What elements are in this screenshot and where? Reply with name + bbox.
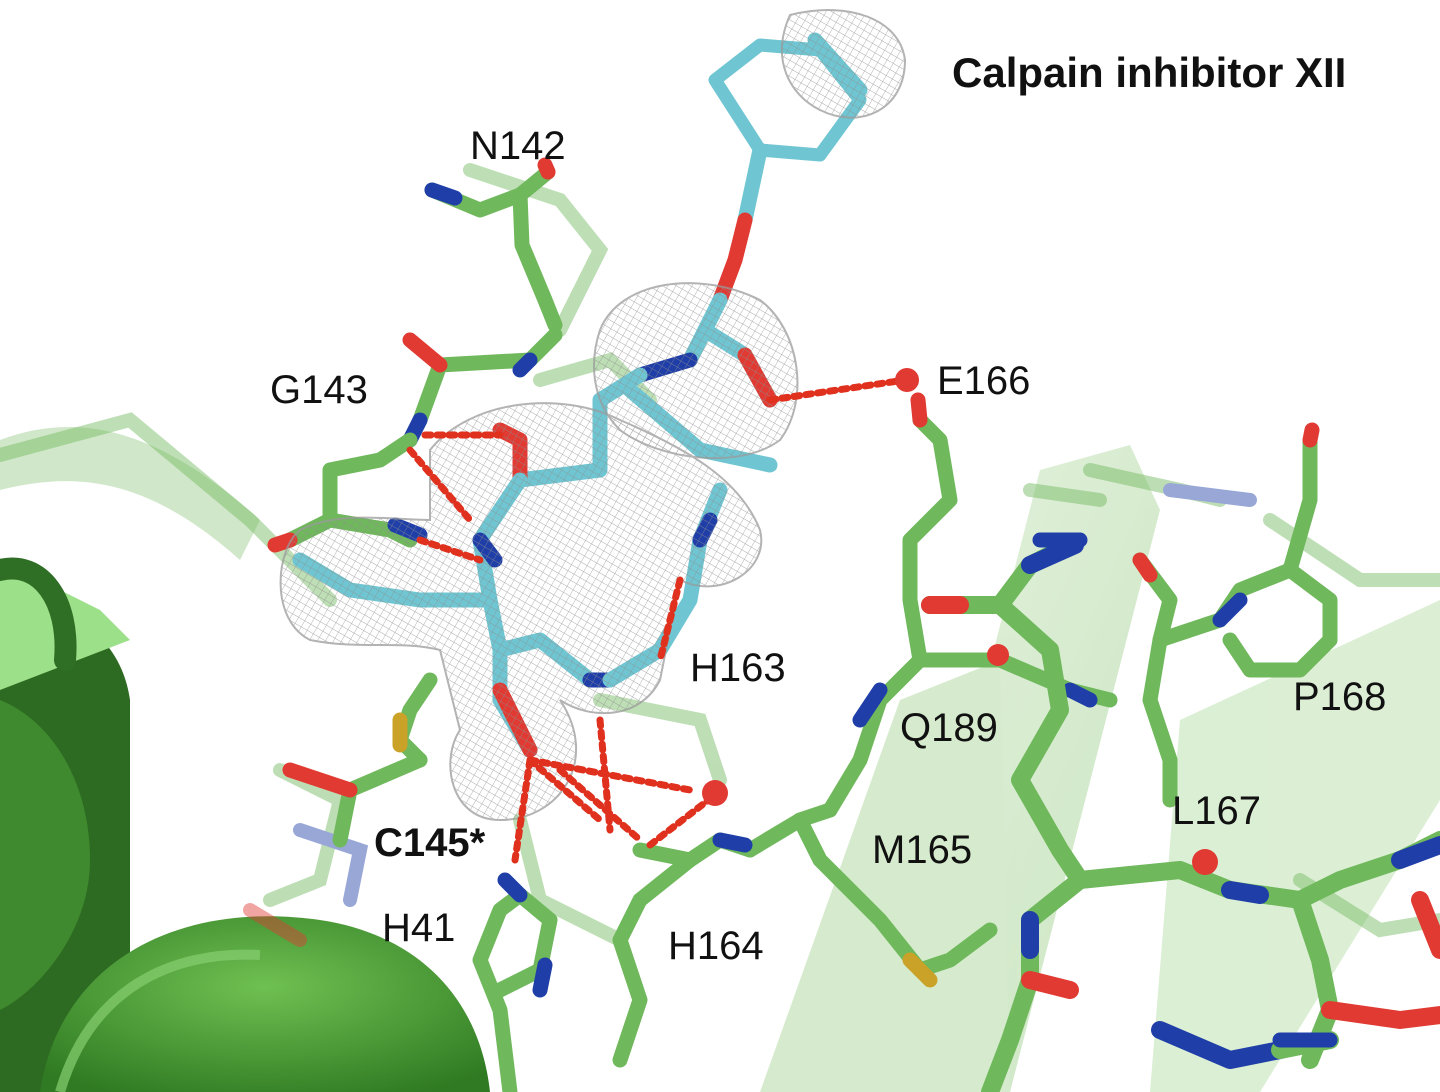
- residue-label-q189: Q189: [900, 706, 998, 750]
- residue-label-n142: N142: [470, 124, 566, 168]
- cartoon-helix: [0, 557, 490, 1092]
- water-molecules: [702, 368, 1218, 875]
- residue-label-p168: P168: [1293, 675, 1387, 719]
- residue-label-m165: M165: [872, 828, 973, 872]
- residue-label-e166: E166: [937, 359, 1031, 403]
- electron-density-mesh: [279, 9, 907, 822]
- residue-label-h163: H163: [690, 646, 786, 690]
- residue-label-l167: L167: [1172, 789, 1261, 833]
- residue-label-c145: C145*: [374, 821, 486, 865]
- residue-label-h164: H164: [668, 924, 764, 968]
- residue-label-g143: G143: [270, 368, 368, 412]
- proline-ring: [1032, 532, 1338, 1048]
- hydrogen-bonds: [406, 376, 909, 864]
- residue-label-h41: H41: [382, 906, 456, 950]
- protein-sticks: [267, 157, 1440, 1092]
- figure-title: Calpain inhibitor XII: [952, 49, 1347, 96]
